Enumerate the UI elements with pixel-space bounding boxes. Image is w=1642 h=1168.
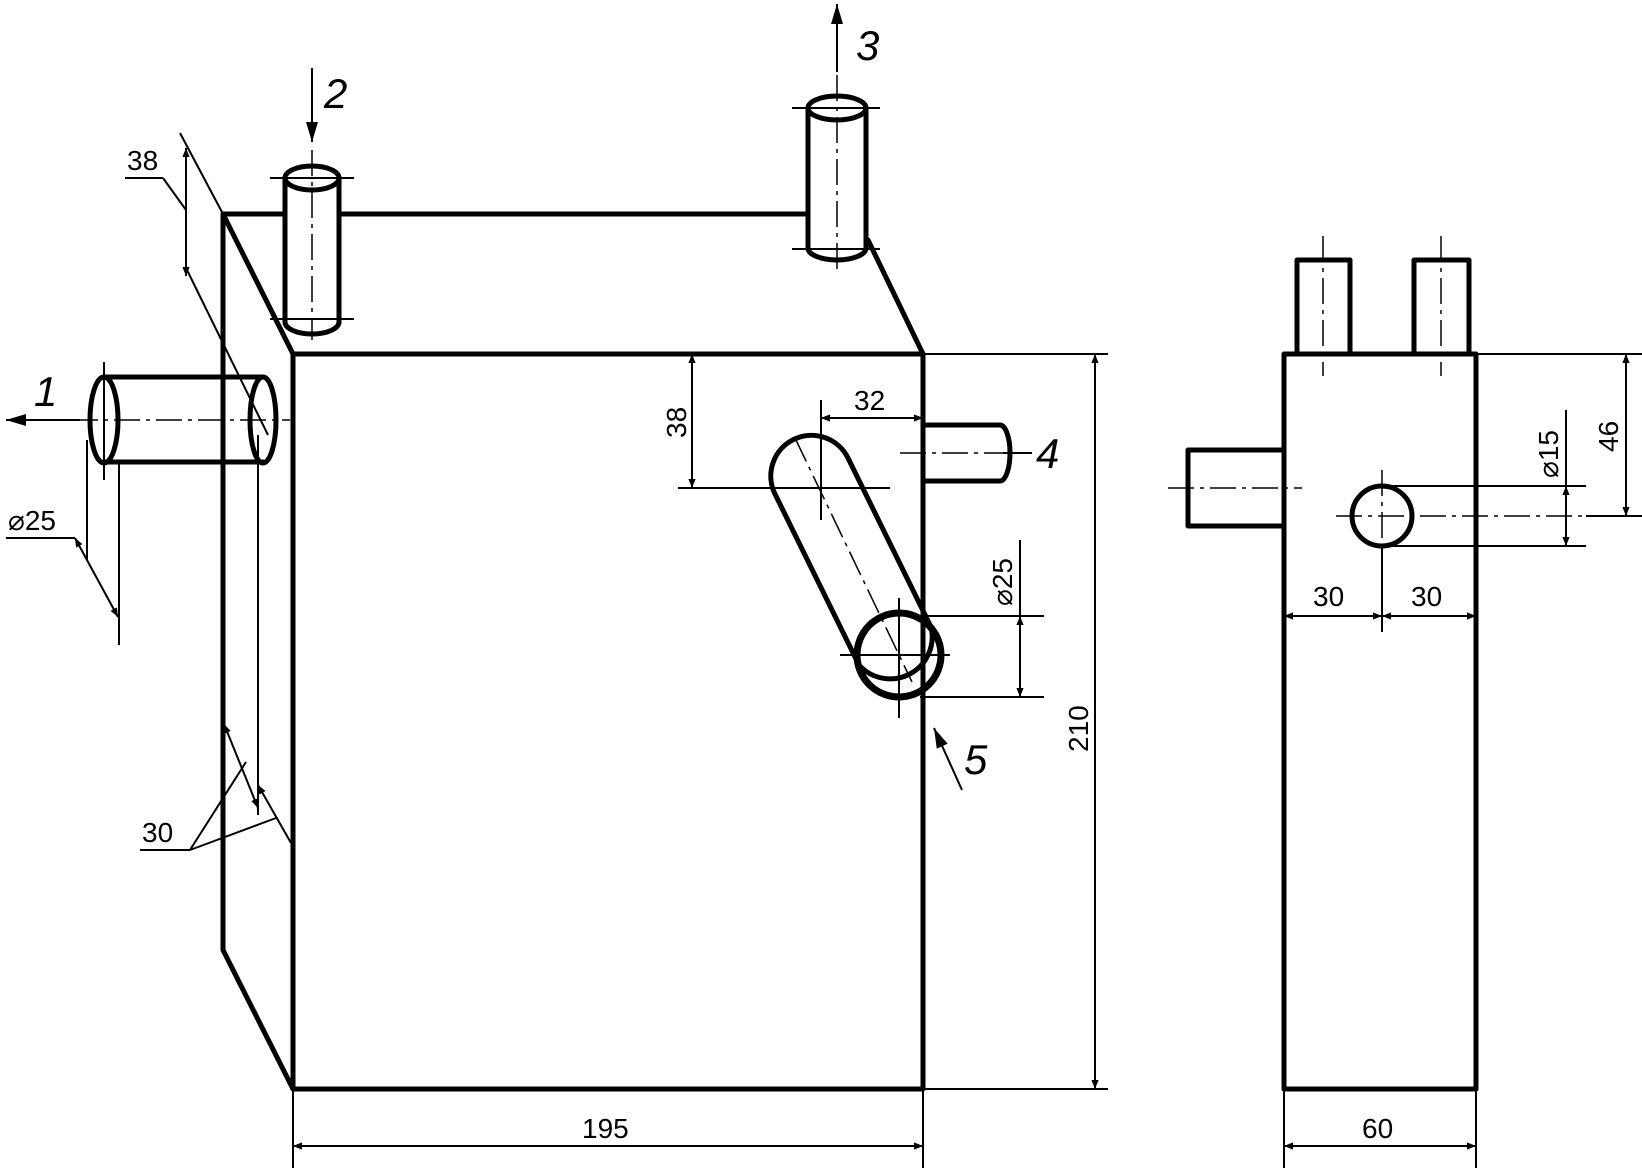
side-stub-left-horizontal <box>1168 447 1302 529</box>
pipe-2 <box>270 150 354 340</box>
dim-32: 32 <box>820 385 923 520</box>
dim-label: 38 <box>127 145 158 176</box>
dim-label: 46 <box>1593 421 1624 452</box>
dim-diameter-25-right: ⌀25 <box>920 540 1044 698</box>
callout-1: 1 <box>34 368 57 415</box>
dim-label: 30 <box>1313 581 1344 612</box>
dim-label: 38 <box>661 407 692 438</box>
callout-2: 2 <box>323 70 347 117</box>
dim-210: 210 <box>923 353 1108 1090</box>
dim-46: 46 <box>1476 353 1642 517</box>
pipe-3 <box>792 75 880 275</box>
callout-5: 5 <box>964 736 988 783</box>
flow-arrow-4: 4 <box>1003 430 1059 477</box>
dim-label: 60 <box>1362 1113 1393 1144</box>
callout-3: 3 <box>856 22 879 69</box>
box-side-face <box>220 211 296 1092</box>
dim-label: 32 <box>854 385 885 416</box>
dim-label: 210 <box>1063 705 1094 752</box>
flow-arrow-2: 2 <box>306 68 347 142</box>
dim-195: 195 <box>292 1089 924 1168</box>
side-view: ⌀15 46 30 30 60 <box>1168 236 1642 1168</box>
dim-label: 30 <box>1411 581 1442 612</box>
dim-38-angled: 38 <box>125 132 269 436</box>
dim-diameter-25-left: ⌀25 <box>6 440 120 645</box>
dim-label: ⌀25 <box>987 558 1018 606</box>
dim-30-side: 30 30 <box>1284 546 1476 632</box>
dim-label: ⌀25 <box>8 505 56 536</box>
dim-38-top: 38 <box>661 354 890 489</box>
dim-60: 60 <box>1283 1089 1477 1168</box>
side-stub-left <box>1294 236 1353 376</box>
box-front-face <box>290 351 926 1092</box>
isometric-view: ⌀25 38 30 38 <box>6 4 1108 1168</box>
flow-arrow-5: 5 <box>933 727 988 791</box>
flow-arrow-1: 1 <box>6 368 80 426</box>
flow-arrow-3: 3 <box>831 4 879 72</box>
side-body <box>1281 351 1479 1092</box>
dim-30-isometric: 30 <box>140 435 292 851</box>
dim-label: ⌀15 <box>1533 430 1564 478</box>
side-hole <box>1336 470 1586 630</box>
callout-4: 4 <box>1036 430 1059 477</box>
pipe-5 <box>768 432 950 718</box>
dim-label: 30 <box>142 817 173 848</box>
side-stub-right <box>1411 236 1472 376</box>
dim-diameter-15: ⌀15 <box>1382 410 1586 547</box>
dim-label: 195 <box>582 1113 629 1144</box>
